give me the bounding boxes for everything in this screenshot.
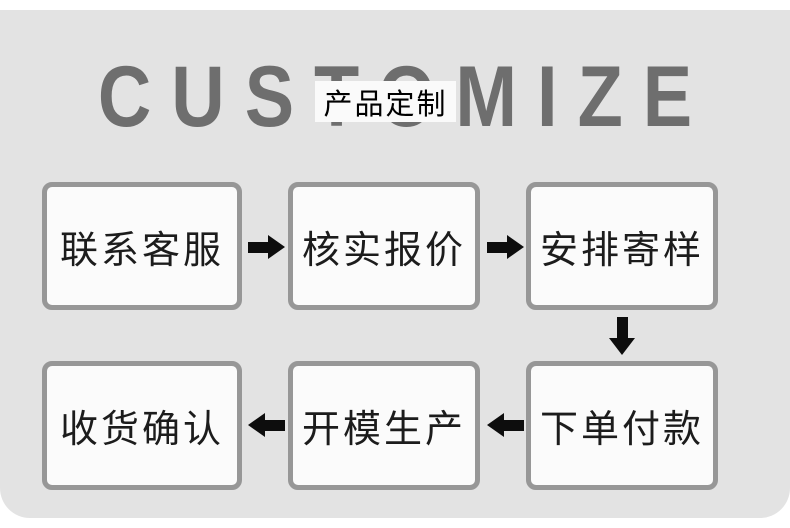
arrow-head [507,235,524,259]
arrow-head [268,235,285,259]
step-arrange-sample-label: 安排寄样 [539,229,704,272]
step-contact-support-label: 联系客服 [59,229,224,272]
step-order-payment-label: 下单付款 [539,409,704,451]
step-contact-support: 联系客服 [42,182,242,310]
step-verify-quote-label: 核实报价 [301,229,466,272]
arrow-right-icon [487,235,524,259]
step-verify-quote: 核实报价 [288,182,480,310]
arrow-right-icon [248,235,285,259]
title-badge-text: 产品定制 [323,88,448,121]
step-mold-production-label: 开模生产 [301,409,466,451]
arrow-tail [487,241,507,253]
arrow-left-icon [487,413,524,437]
arrow-tail [616,317,628,338]
step-receipt-confirm: 收货确认 [42,361,242,490]
background-panel: CUSTOMIZE 产品定制 联系客服 核实报价 安排寄样 [0,10,790,518]
arrow-left-icon [248,413,285,437]
step-mold-production: 开模生产 [288,361,480,490]
arrow-down-icon [609,317,635,355]
step-order-payment: 下单付款 [526,361,718,490]
arrow-head [609,338,635,355]
step-arrange-sample: 安排寄样 [526,182,718,310]
arrow-tail [265,419,285,431]
arrow-tail [504,419,524,431]
arrow-head [248,413,265,437]
step-receipt-confirm-label: 收货确认 [59,409,224,451]
arrow-tail [248,241,268,253]
title-badge: 产品定制 [315,81,456,122]
arrow-head [487,413,504,437]
